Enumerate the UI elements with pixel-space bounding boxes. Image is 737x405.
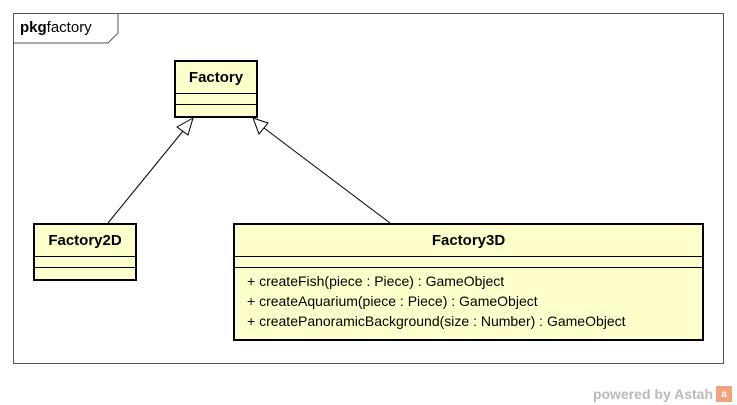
- operation-create-aquarium: + createAquarium(piece : Piece) : GameOb…: [247, 293, 538, 309]
- class-factory3d[interactable]: Factory3D + createFish(piece : Piece) : …: [233, 223, 704, 341]
- class-factory-attributes: [176, 94, 256, 105]
- operation-create-panoramic-background: + createPanoramicBackground(size : Numbe…: [247, 313, 626, 329]
- generalization-arrowhead-factory3d: [252, 117, 269, 135]
- class-factory2d-operations: [35, 268, 135, 279]
- class-factory[interactable]: Factory: [174, 60, 258, 118]
- class-factory2d[interactable]: Factory2D: [33, 223, 137, 281]
- class-factory-operations: [176, 105, 256, 116]
- package-frame: [13, 13, 724, 364]
- class-factory3d-name: Factory3D: [235, 225, 702, 257]
- frame-keyword: pkg: [20, 19, 47, 36]
- generalization-line-factory3d: [263, 127, 391, 224]
- generalization-arrowhead-factory2d: [176, 116, 194, 136]
- operation-create-fish: + createFish(piece : Piece) : GameObject: [247, 273, 505, 289]
- class-factory2d-name: Factory2D: [35, 225, 135, 257]
- frame-tab-outline: [13, 13, 119, 44]
- class-factory3d-operations: + createFish(piece : Piece) : GameObject…: [235, 268, 702, 331]
- class-factory2d-attributes: [35, 257, 135, 268]
- class-factory-name: Factory: [176, 62, 256, 94]
- generalization-line-factory2d: [107, 130, 184, 224]
- package-frame-label: pkgfactory: [13, 13, 92, 43]
- watermark-text: powered by Astah: [592, 386, 713, 402]
- astah-watermark: powered by Astah a: [593, 386, 732, 402]
- astah-logo-icon: a: [716, 386, 732, 402]
- class-factory3d-attributes: [235, 257, 702, 268]
- frame-package-name: factory: [46, 19, 92, 36]
